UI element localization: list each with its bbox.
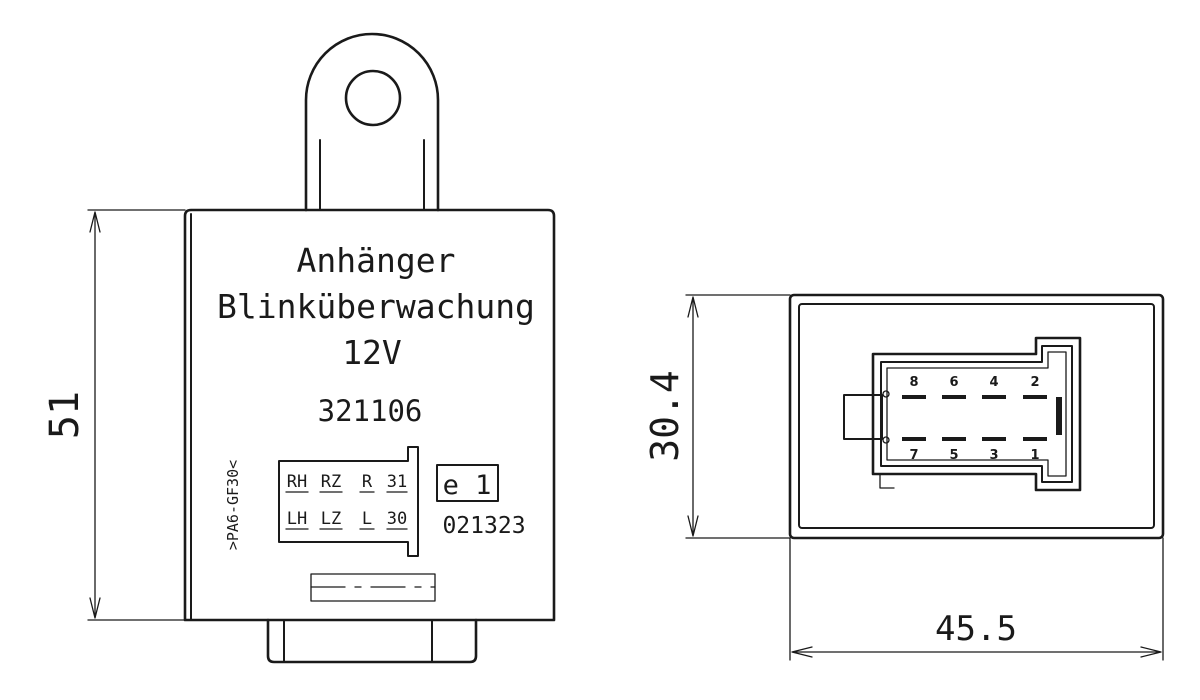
- pin-label: 2: [1030, 375, 1039, 390]
- terminal-label: RZ: [321, 472, 341, 492]
- pin: [902, 395, 926, 399]
- pin-label: 6: [949, 375, 958, 390]
- pin: [982, 395, 1006, 399]
- terminal-label: 30: [387, 509, 407, 529]
- pin-label: 7: [909, 448, 918, 463]
- mounting-tab: [304, 32, 440, 212]
- pin-label: 8: [909, 375, 918, 390]
- dimension-label: 45.5: [935, 609, 1017, 649]
- mounting-hole: [344, 69, 402, 127]
- approval-mark-box: [436, 464, 499, 502]
- connector-socket-inner: [880, 345, 1073, 483]
- dimension-width-side: 45.5: [789, 537, 1164, 661]
- connector-key: [1056, 397, 1062, 435]
- pin-label: 4: [989, 375, 998, 390]
- terminal-label: R: [362, 472, 373, 492]
- connector-latch: [843, 394, 883, 440]
- pin-row-bottom: 7 5 3 1: [902, 437, 1047, 463]
- pin: [982, 437, 1006, 441]
- terminal-labels-top: RH RZ R 31: [285, 472, 408, 493]
- dimension-label: 30.4: [643, 370, 687, 462]
- pin: [1023, 437, 1047, 441]
- side-housing-inner: [798, 303, 1155, 529]
- pin: [942, 395, 966, 399]
- approval-number: 021323: [442, 513, 525, 539]
- pin: [942, 437, 966, 441]
- terminal-label: RH: [287, 472, 307, 492]
- side-view: 8 6 4 2 7 5 3 1 30.4: [643, 293, 1165, 661]
- title-line-2: Blinküberwachung: [217, 287, 535, 326]
- dimension-label: 51: [42, 391, 88, 439]
- front-view: Anhänger Blinküberwachung 12V 321106 >PA…: [42, 32, 556, 664]
- dimension-height-front: 51: [42, 209, 186, 621]
- pin-label: 3: [989, 448, 998, 463]
- pin: [902, 437, 926, 441]
- title-line-1: Anhänger: [297, 241, 456, 280]
- pin-label: 5: [949, 448, 958, 463]
- connector-socket-outer: [871, 336, 1082, 492]
- pin: [1023, 395, 1047, 399]
- dimension-height-side: 30.4: [643, 294, 791, 539]
- side-housing-outer: [788, 293, 1165, 540]
- pin-row-top: 8 6 4 2: [902, 375, 1047, 399]
- terminal-label: LH: [287, 509, 307, 529]
- part-number: 321106: [318, 394, 423, 428]
- terminal-label: 31: [387, 472, 407, 492]
- bottom-connector: [266, 618, 478, 664]
- terminal-labels-bottom: LH LZ L 30: [285, 509, 408, 530]
- terminal-label: L: [362, 509, 372, 529]
- approval-mark: e 1: [443, 470, 492, 501]
- terminal-label: LZ: [321, 509, 341, 529]
- terminal-plate: [278, 446, 419, 557]
- pin-label: 1: [1030, 448, 1039, 463]
- material-mark: >PA6-GF30<: [224, 460, 242, 550]
- housing-outline: [183, 208, 556, 622]
- voltage-label: 12V: [342, 333, 402, 372]
